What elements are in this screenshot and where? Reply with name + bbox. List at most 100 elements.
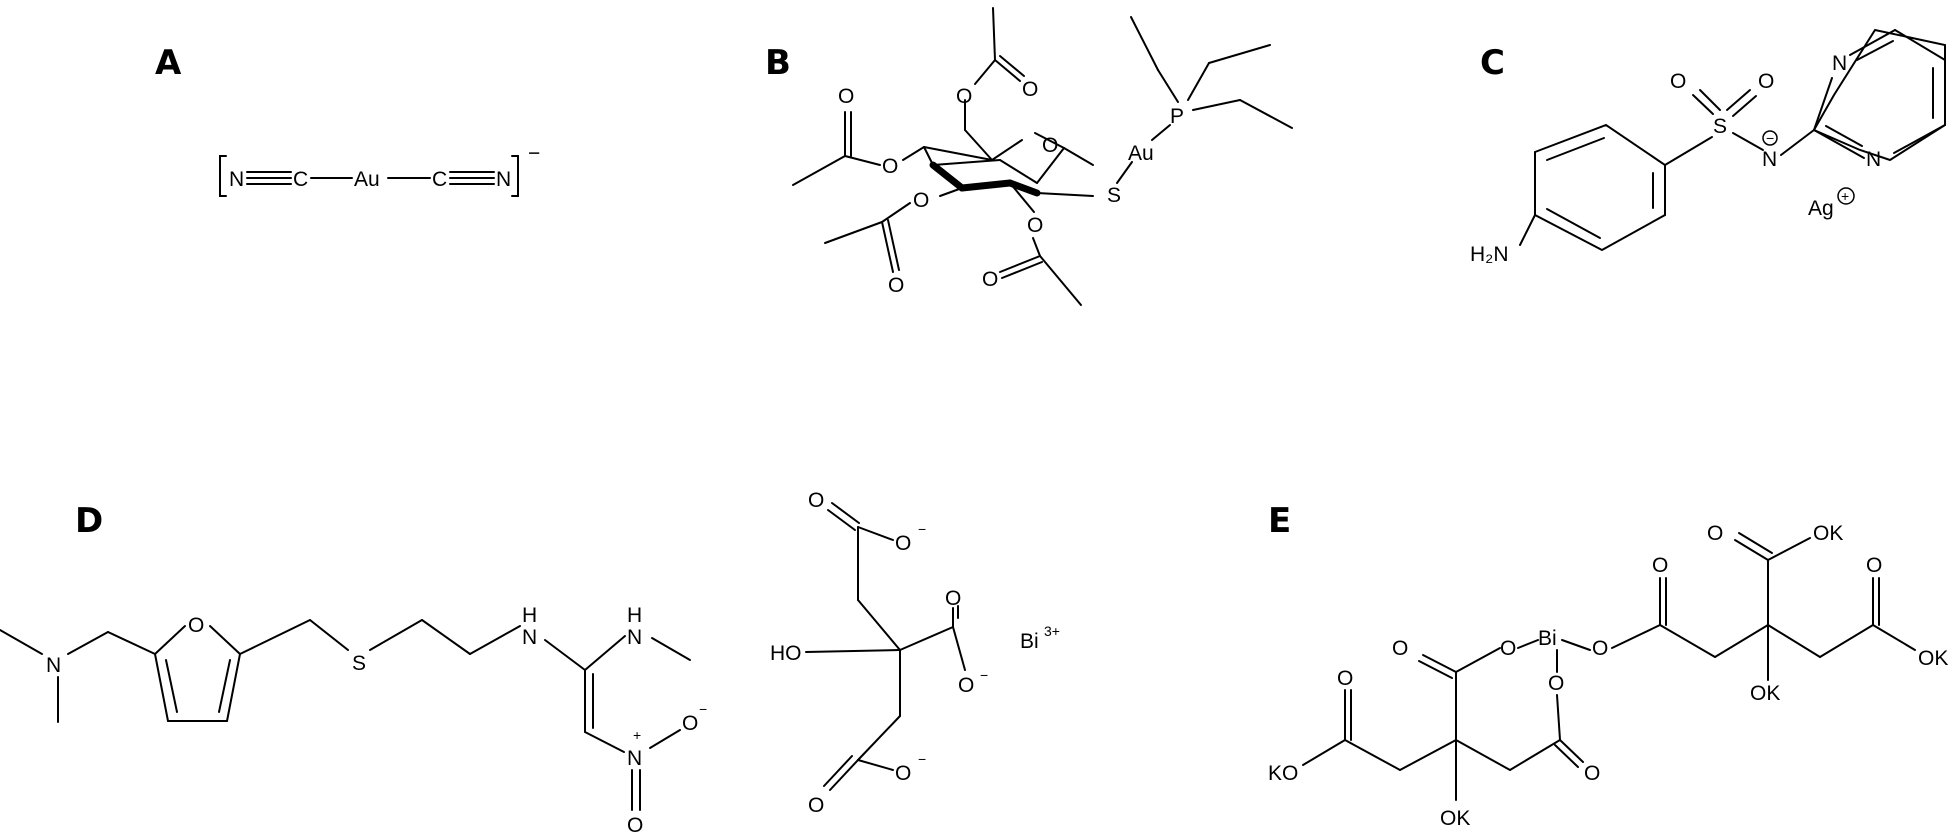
bond-o3-c <box>1556 694 1561 741</box>
atom-o-c2b: O <box>958 674 974 697</box>
bond-c-ko <box>1302 739 1346 766</box>
bond-acetyl4-co-double <box>1001 261 1043 279</box>
atom-o-c3b: O <box>895 762 911 785</box>
bond-s-au <box>1116 161 1133 184</box>
atom-n1: N <box>229 168 244 191</box>
atom-o-furan: O <box>188 614 204 637</box>
atom-c2: C <box>432 168 447 191</box>
bond-c-o4 <box>1559 739 1584 763</box>
bond-c-c2 <box>899 626 954 651</box>
bond-s-ch2 <box>369 619 423 651</box>
charge-nitro-minus: − <box>699 701 707 717</box>
atom-au: Au <box>354 168 380 191</box>
bond-ch2rr-c <box>1819 624 1874 658</box>
structure-d-ranitidine-bismuth-citrate: N O S H N H N N + O − O <box>0 489 1060 834</box>
atom-bi-e: Bi <box>1538 627 1557 650</box>
bond-ch2-nh <box>469 625 521 655</box>
panel-label-c: C <box>1480 43 1505 83</box>
atom-o-e8: O <box>1707 522 1723 545</box>
bond-c3-o <box>939 187 963 197</box>
bond-o-c-acetyl1 <box>974 59 996 85</box>
bond-c-ch2r <box>1659 624 1716 658</box>
bond-acetyl1-co <box>994 59 1021 82</box>
bond-qc-ch2rr <box>1767 624 1821 658</box>
atom-o-ring: O <box>1042 134 1058 157</box>
bond-qc-ch2l <box>1399 739 1457 771</box>
atom-o4: O <box>838 85 854 108</box>
bond-bi-o1 <box>1517 639 1539 649</box>
atom-p: P <box>1170 105 1184 128</box>
bond-ho-c <box>805 649 901 653</box>
ring-bold-1 <box>929 161 966 192</box>
bond-c-o-double-2 <box>1418 660 1453 679</box>
bond-furan-ch2 <box>239 619 311 655</box>
bond-acetyl1-co-double <box>999 55 1025 77</box>
atom-o8: O <box>982 268 998 291</box>
right-bracket <box>511 155 519 197</box>
bond-o-acetyl4 <box>1032 237 1041 257</box>
ring-bond-2 <box>999 159 1038 184</box>
panel-label-a: A <box>155 43 182 83</box>
atom-o-c1b: O <box>895 532 911 555</box>
atom-o7: O <box>1027 214 1043 237</box>
bond-c-ok-right <box>1872 624 1916 651</box>
atom-ok-mid: OK <box>1750 682 1780 705</box>
charge-minus: − <box>1766 130 1774 146</box>
bond-c-s <box>1664 136 1713 166</box>
atom-n-nitro: N <box>627 747 642 770</box>
structure-c-silver-sulfadiazine: H₂N S O O N − N N Ag + <box>1470 28 1946 266</box>
atom-s: S <box>1713 115 1727 138</box>
furan-bond-2 <box>209 625 241 655</box>
bond-c1-s-2 <box>1036 192 1094 197</box>
left-bracket <box>219 155 227 197</box>
pyr-bond-5 <box>1893 124 1946 154</box>
bond-c2-o-minus <box>952 626 966 671</box>
bond-ch2r-qc <box>1714 624 1769 658</box>
pyr-bond-3 <box>1894 29 1946 61</box>
atom-ok-bottom: OK <box>1440 807 1470 830</box>
furan-bond-1 <box>154 625 186 655</box>
bond-c3-o-double <box>823 755 853 787</box>
ring-bold-3 <box>1006 179 1041 197</box>
bond-p-et1 <box>1157 69 1179 103</box>
bond-s-o1 <box>1692 94 1714 115</box>
bond-ch-no2 <box>584 731 625 753</box>
bond-ch2-ch2 <box>421 619 471 655</box>
bond-et1-me <box>1130 16 1159 71</box>
bond-et3-me <box>1239 99 1293 129</box>
bond-c-o-double <box>1422 654 1457 673</box>
charge-carboxylate-1: − <box>918 521 926 537</box>
charge-plus: + <box>1841 188 1849 204</box>
atom-nh2-h: H <box>627 604 642 627</box>
bond-c1-o <box>827 509 856 531</box>
bond-p-et3 <box>1192 99 1241 111</box>
atom-o2: O <box>1022 78 1038 101</box>
atom-nh1: N <box>522 626 537 649</box>
atom-o3: O <box>882 155 898 178</box>
atom-o1: O <box>956 85 972 108</box>
atom-o-e5: O <box>1337 667 1353 690</box>
atom-o-nitro1: O <box>682 712 698 735</box>
bond-c-o4-double <box>1554 744 1579 768</box>
bond-ch2 <box>964 129 993 161</box>
atom-s: S <box>1107 184 1121 207</box>
structure-a-dicyanoaurate: N C Au C N − <box>219 142 540 197</box>
atom-o1: O <box>1670 70 1686 93</box>
atom-n-ring1: N <box>1832 52 1847 75</box>
bond-n-o1 <box>649 729 681 749</box>
atom-n-minus: N <box>1762 148 1777 171</box>
atom-o-e3: O <box>1548 672 1564 695</box>
bond-c3-o <box>829 759 859 791</box>
bond-p-et2 <box>1187 62 1210 101</box>
bond-me1-n <box>0 629 43 655</box>
bond-s-n <box>1732 132 1764 151</box>
atom-o6: O <box>888 274 904 297</box>
bond-acetyl3-me <box>824 221 883 244</box>
atom-o-nitro2: O <box>627 814 643 834</box>
bond-o-acetyl3 <box>881 202 911 223</box>
atom-o-c3: O <box>808 794 824 817</box>
atom-au: Au <box>1128 142 1154 165</box>
bond-c4-o <box>902 146 925 161</box>
panel-label-d: D <box>75 501 103 541</box>
bond-ch2l-c <box>1344 739 1401 771</box>
